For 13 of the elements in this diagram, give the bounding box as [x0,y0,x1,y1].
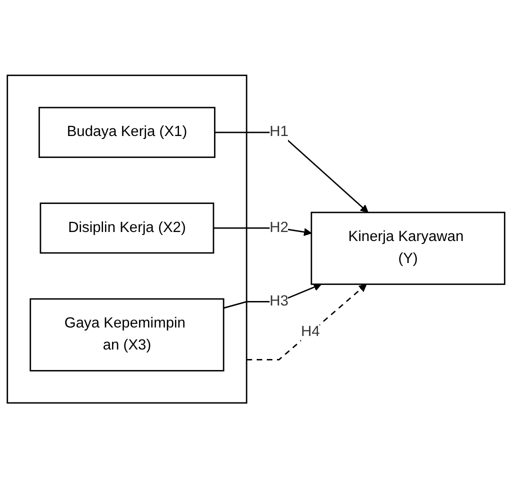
arrow [246,284,367,361]
arrow [214,228,312,236]
node-box: Kinerja Karyawan (Y) [310,212,506,286]
node-box: Gaya Kepemimpin an (X3) [30,298,224,372]
node-box: Disiplin Kerja (X2) [40,202,214,254]
arrow [223,284,322,310]
cluster [6,75,248,404]
arrow [214,132,368,214]
edge-label: H2 [270,220,288,236]
edge-label: H1 [270,124,288,140]
edge-label: H4 [301,324,320,340]
edge-label: H3 [270,294,288,310]
node-box: Budaya Kerja (X1) [38,107,216,158]
